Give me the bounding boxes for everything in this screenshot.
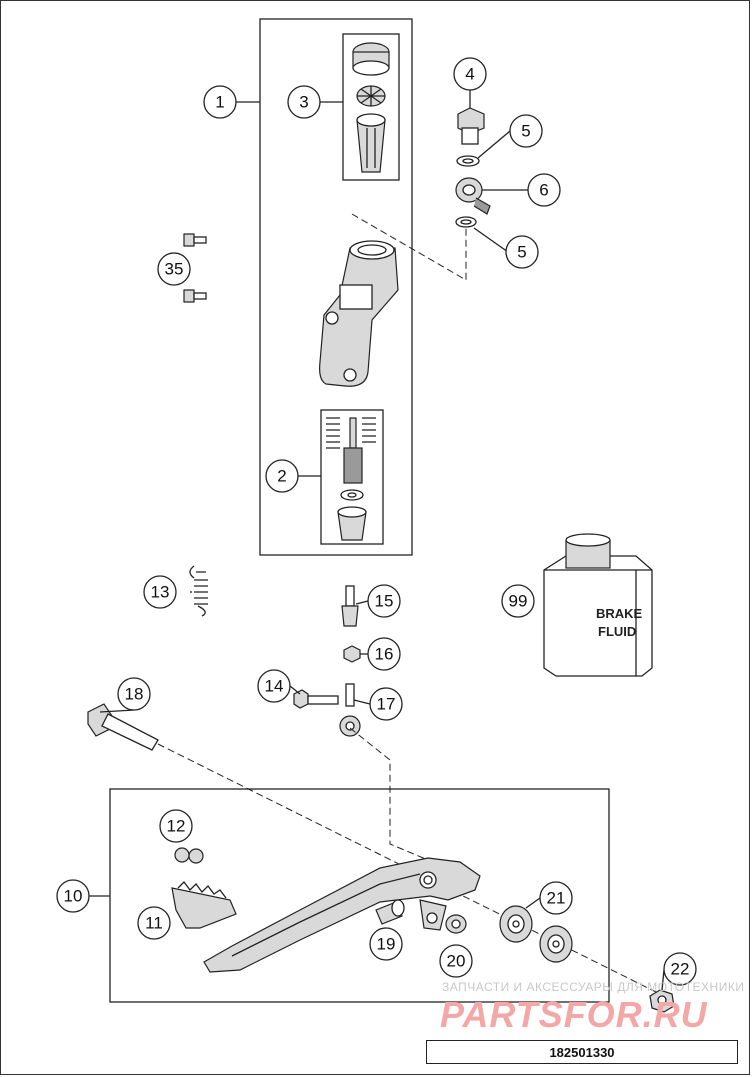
- brake-pedal-part: [203, 857, 481, 973]
- pedal-tip-screws-part: [174, 847, 204, 864]
- piston-kit-part: [326, 417, 376, 541]
- svg-text:4: 4: [465, 65, 474, 84]
- watermark-logo: PARTSFOR.RU: [440, 994, 708, 1035]
- svg-text:16: 16: [375, 645, 394, 664]
- callout-5-upper: 5: [509, 114, 543, 148]
- callout-19: 19: [369, 927, 403, 961]
- svg-text:17: 17: [377, 695, 396, 714]
- master-cylinder-body-part: [319, 240, 399, 387]
- svg-text:18: 18: [125, 685, 144, 704]
- leader-lines: [89, 90, 665, 991]
- clevis-bolt-part: [293, 689, 339, 709]
- piston-kit-box: [320, 409, 384, 545]
- callout-21: 21: [539, 881, 573, 915]
- callout-16: 16: [367, 637, 401, 671]
- washer-part: [445, 914, 467, 934]
- nut-part: [343, 645, 361, 663]
- svg-text:14: 14: [265, 677, 284, 696]
- banjo-fitting-part: [455, 177, 491, 215]
- reservoir-cap-part: [352, 42, 390, 173]
- master-cylinder-group-box: [259, 18, 413, 556]
- return-spring-part: [189, 565, 208, 617]
- svg-text:21: 21: [547, 889, 566, 908]
- pivot-bolt-part: [87, 703, 159, 751]
- copper-washer-lower-part: [455, 216, 477, 228]
- bushing-part: [375, 899, 405, 925]
- locknut-part: [649, 989, 675, 1013]
- bearing-part-upper: [499, 905, 533, 943]
- svg-text:19: 19: [377, 935, 396, 954]
- callout-4: 4: [453, 57, 487, 91]
- assembly-line-pivot: [157, 743, 665, 997]
- callout-15: 15: [367, 584, 401, 618]
- assembly-line-banjo: [351, 213, 467, 281]
- pedal-tip-part: [171, 881, 237, 929]
- callout-99: 99: [501, 584, 535, 618]
- svg-text:20: 20: [447, 952, 466, 971]
- callout-20: 20: [439, 944, 473, 978]
- brake-fluid-bottle: BRAKE FLUID: [543, 533, 653, 677]
- callout-22: 22: [663, 952, 697, 986]
- svg-text:99: 99: [509, 592, 528, 611]
- svg-text:11: 11: [145, 914, 163, 933]
- assembly-line-pushrod: [349, 727, 429, 861]
- copper-washer-upper-part: [456, 155, 480, 167]
- svg-text:12: 12: [167, 817, 186, 836]
- callout-13: 13: [143, 575, 177, 609]
- bottle-label-line2: FLUID: [598, 624, 636, 639]
- pushrod-part: [341, 585, 359, 627]
- bottle-label-line1: BRAKE: [596, 606, 643, 621]
- callout-18: 18: [117, 677, 151, 711]
- screw-part-upper: [183, 233, 207, 247]
- svg-text:22: 22: [671, 960, 690, 979]
- callout-3: 3: [287, 85, 321, 119]
- callout-5-lower: 5: [505, 235, 539, 269]
- callout-17: 17: [369, 687, 403, 721]
- drawing-code: 182501330: [426, 1040, 738, 1064]
- svg-text:3: 3: [299, 93, 308, 112]
- svg-text:1: 1: [215, 93, 224, 112]
- callout-6: 6: [527, 173, 561, 207]
- svg-text:5: 5: [521, 122, 530, 141]
- callout-14: 14: [257, 669, 291, 703]
- svg-text:13: 13: [151, 583, 170, 602]
- svg-text:2: 2: [277, 467, 286, 486]
- svg-text:6: 6: [539, 181, 548, 200]
- svg-text:5: 5: [517, 243, 526, 262]
- callout-2: 2: [265, 459, 299, 493]
- callout-11: 11: [137, 906, 171, 940]
- callout-12: 12: [159, 809, 193, 843]
- screw-part-lower: [183, 289, 207, 303]
- callout-10: 10: [56, 879, 90, 913]
- svg-text:15: 15: [375, 592, 394, 611]
- svg-text:35: 35: [165, 260, 184, 279]
- callout-1: 1: [203, 85, 237, 119]
- bearing-part-lower: [539, 925, 573, 963]
- reservoir-kit-box: [342, 33, 400, 181]
- svg-text:10: 10: [64, 887, 83, 906]
- callout-35: 35: [157, 252, 191, 286]
- clevis-part: [339, 683, 361, 737]
- watermark-caption: ЗАПЧАСТИ И АКСЕССУАРЫ ДЛЯ МОТОТЕХНИКИ: [442, 980, 745, 994]
